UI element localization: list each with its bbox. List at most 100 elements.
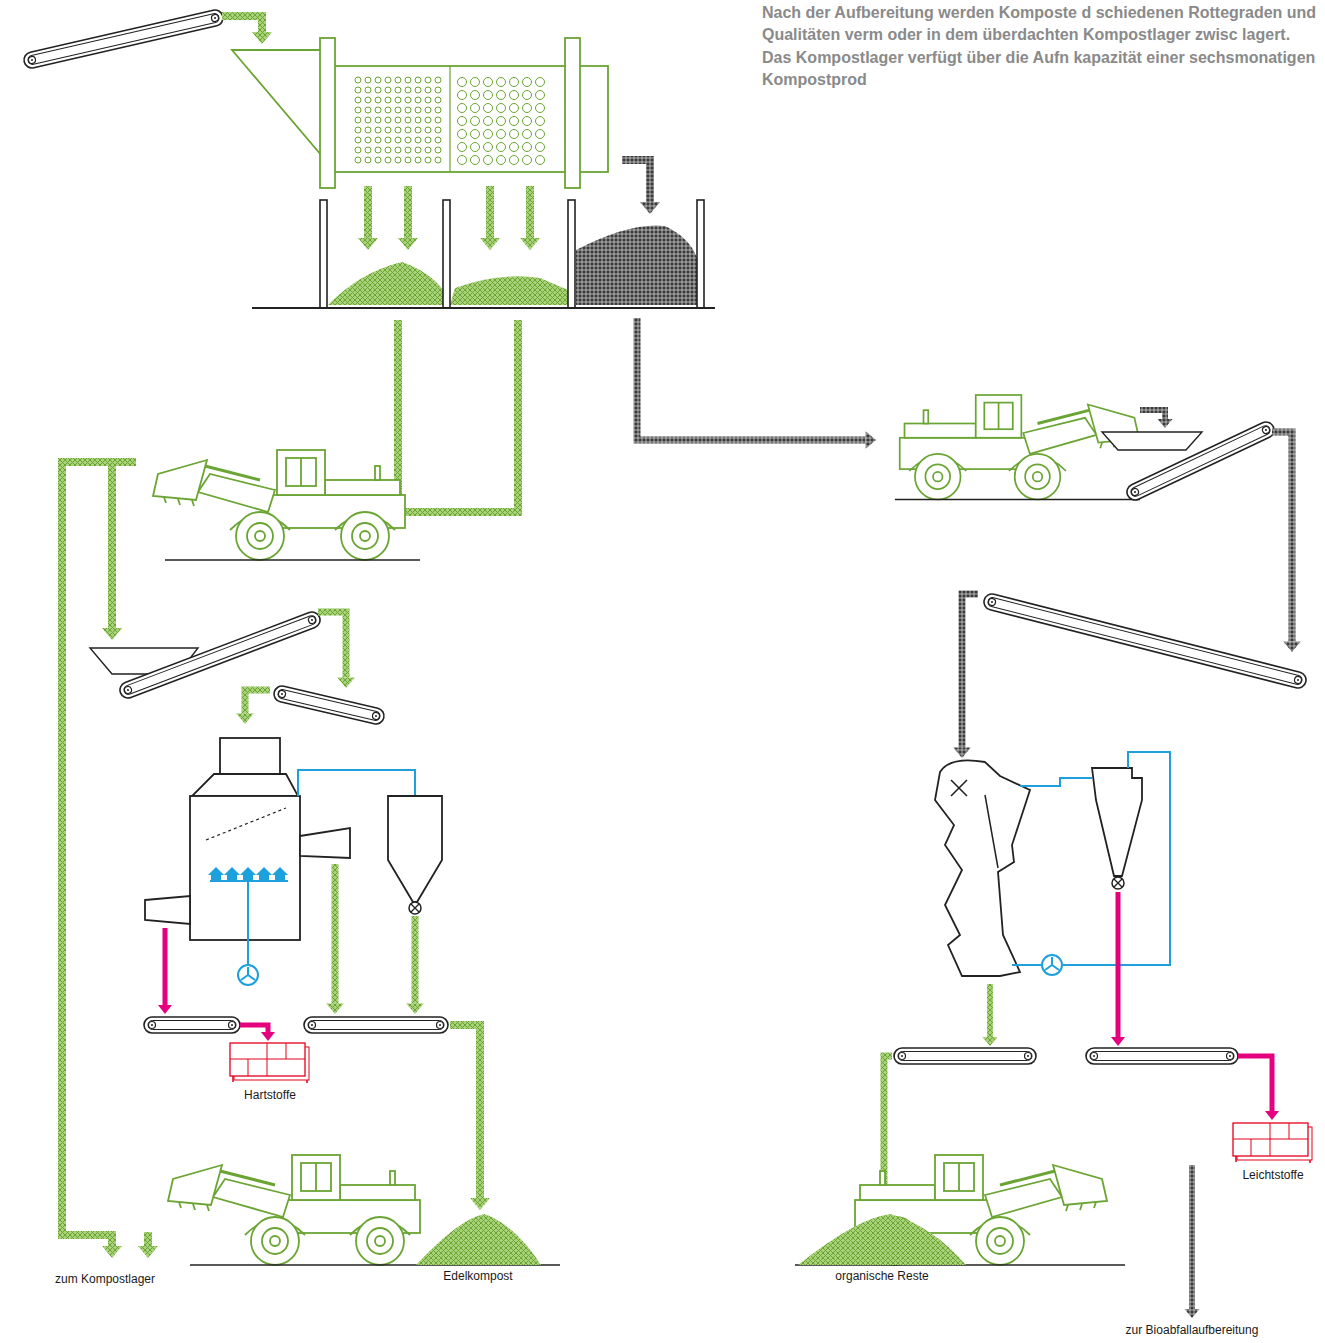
arrow-shaft [1272,432,1292,642]
screen-hole [365,147,371,153]
screen-hole [365,137,371,143]
conveyor-roller [988,598,997,607]
screen-hole [405,157,411,163]
hard-material-arrow [240,1025,275,1041]
screen-hole [523,143,532,152]
loader-wheel [251,1217,299,1265]
screen-hole [484,91,493,100]
screen-hole [385,137,391,143]
rotary-valve [409,902,421,914]
conveyor-roller [437,1022,444,1029]
screen-hole [510,91,519,100]
arrow-shaft [412,916,419,1004]
blower-fan [238,965,258,985]
screen-hole [405,147,411,153]
belt-conveyor [982,592,1307,689]
screen-holes [355,77,545,165]
screen-hole [458,130,467,139]
conveyor-frame [272,684,385,725]
destination-label: zur Bioabfallaufbereitung [1126,1323,1259,1339]
loader-wheel [976,1217,1024,1265]
screen-hole [375,97,381,103]
wheel-hub [255,531,265,541]
belt-conveyor [272,684,385,725]
bin-floor [252,307,715,309]
screen-hole [497,78,506,87]
material-label: Leichtstoffe [1232,1168,1314,1184]
container-grid [1233,1123,1308,1156]
oversize-pile [576,226,697,306]
classifier-feed-arrow [953,594,978,758]
air-jet-arrow [240,867,256,880]
arrow-head [158,1005,172,1014]
container-feet [233,1076,307,1083]
bin-wall [697,200,704,308]
belt-conveyor [894,1048,1036,1064]
light-fraction-arrow [1111,892,1125,1046]
storage-arrow [62,462,136,1258]
arrow-head [1158,419,1173,428]
screen-hole [395,137,401,143]
arrow-shaft [450,1025,480,1198]
screen-hole [510,130,519,139]
screen-hole [385,97,391,103]
conveyor-belt [1129,424,1271,498]
roller-axle [311,619,314,622]
screen-hole [365,107,371,113]
roller-axle [31,59,33,61]
container-grid [230,1043,305,1076]
compost-pile: Edelkompost [416,1213,541,1285]
screen-hole [425,157,431,163]
screen-hole [435,77,441,83]
arrow-shaft [526,186,534,238]
screen-hole [435,87,441,93]
arrow-head [1283,642,1301,653]
roller-axle [1093,1055,1095,1057]
arrow-shaft [62,462,136,1246]
screen-hole [415,157,421,163]
wheel-hub [270,1236,280,1246]
arrow-head [236,714,254,725]
fraction-arrow [520,186,540,250]
screen-hole [458,156,467,165]
screen-hole [395,77,401,83]
conveyor-roller [278,690,286,698]
screen-hole [415,147,421,153]
arrow-head [326,1004,344,1015]
screen-hole [385,117,391,123]
material-pile [416,1214,541,1265]
feed-arrow [1140,410,1173,428]
container-body [1233,1123,1308,1156]
loader-wheel [356,1217,404,1265]
arrow-shaft [245,690,270,714]
screen-hopper [232,50,322,156]
cab-window [984,403,1013,430]
screen-hole [497,156,506,165]
cab-divider [958,1163,960,1191]
loader-arm [1023,418,1096,454]
screen-hole [385,107,391,113]
medium-compost-pile [450,276,568,305]
screen-hole [415,107,421,113]
roller-axle [439,1024,441,1026]
screen-hole [385,147,391,153]
roller-axle [127,689,130,692]
loader-arm [985,1179,1062,1217]
screen-hole [510,78,519,87]
conveyor-frame [894,1048,1036,1064]
pile-symbol [416,1213,541,1265]
hopper-feed-arrow [102,462,122,640]
transfer-arrow [318,612,355,688]
arrow-head [398,238,418,250]
screen-hole [375,127,381,133]
hydraulic-cylinder [220,1171,275,1185]
arrow-head [640,202,660,214]
screen-hole [484,130,493,139]
wheel-loader [900,395,1139,500]
arrow-head [1185,1309,1200,1318]
screen-hole [497,117,506,126]
cyclone-separator [388,796,442,902]
screen-hole [395,87,401,93]
screen-hole [415,87,421,93]
